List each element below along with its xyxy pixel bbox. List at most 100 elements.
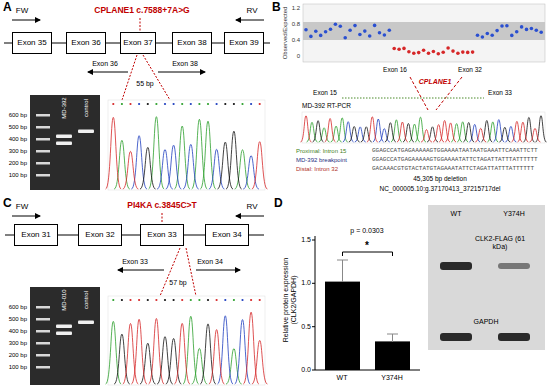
size-marker: 500 bp	[9, 124, 27, 131]
cnv-dot	[471, 50, 475, 54]
intron-line	[156, 43, 172, 44]
cnv-dot	[535, 28, 539, 32]
lane-label: WT	[451, 210, 462, 218]
axis-title: Observed/Expected	[282, 7, 289, 60]
size-marker: 300 bp	[9, 148, 27, 155]
sequence: GGAGCCATGAGAAAAAGTGGAAAATATTCTAGATTATTTA…	[372, 157, 538, 164]
cnv-dot	[324, 30, 328, 34]
cnv-dot	[407, 50, 411, 54]
exon-box: Exon 31	[14, 224, 58, 246]
base-call-dot	[129, 103, 131, 105]
cnv-dot	[427, 52, 431, 56]
cnv-dot	[309, 35, 313, 39]
cnv-dot	[329, 28, 333, 32]
blot-band	[440, 262, 472, 270]
tick-label: 1.2	[292, 5, 300, 12]
cnv-dot	[461, 50, 465, 54]
base-call-dot	[147, 103, 149, 105]
size-marker: 400 bp	[9, 136, 27, 143]
blot-band	[440, 333, 472, 341]
base-call-dot	[233, 103, 235, 105]
gene-label: CPLANE1	[419, 78, 452, 86]
error-bar	[337, 260, 348, 261]
bar	[375, 341, 410, 370]
size-marker: 100 bp	[9, 172, 27, 179]
cnv-dot	[339, 24, 343, 28]
cnv-dot	[520, 25, 524, 29]
primer-label: RV	[247, 202, 258, 211]
size-marker: 300 bp	[9, 340, 27, 347]
chromatogram-trace	[106, 117, 268, 189]
cnv-dot	[456, 52, 460, 56]
cnv-dot	[446, 46, 450, 50]
base-call-dot	[121, 103, 123, 105]
base-call-dot	[233, 299, 235, 301]
ladder-band	[36, 126, 50, 129]
gel-band	[78, 130, 94, 134]
junction-line	[143, 55, 170, 100]
base-call-dot	[155, 103, 157, 105]
normal-range-band	[303, 22, 545, 40]
base-call-dot	[129, 299, 131, 301]
base-call-dot	[147, 299, 149, 301]
tick-label: 0.5	[301, 323, 311, 331]
plot-area	[303, 4, 545, 62]
ladder-band	[36, 366, 50, 369]
cnv-dot	[441, 51, 445, 55]
base-call-dot	[190, 103, 192, 105]
cnv-dot	[353, 24, 357, 28]
exon-box: Exon 38	[172, 32, 212, 54]
cnv-dot	[397, 48, 401, 52]
base-call-dot	[241, 103, 243, 105]
gel-band	[56, 332, 72, 336]
intron-line	[5, 235, 14, 236]
intron-line	[249, 235, 264, 236]
base-call-dot	[207, 103, 209, 105]
ladder-band	[36, 342, 50, 345]
cnv-dot	[358, 33, 362, 37]
variant-label: PI4KA c.3845C>T	[127, 201, 196, 211]
cnv-dot	[422, 48, 426, 52]
exon-arrow-label: Exon 34	[197, 258, 223, 266]
cnv-dot	[505, 24, 509, 28]
primer-arrow	[236, 20, 264, 21]
cnv-dot	[383, 33, 387, 37]
cnv-dot	[304, 28, 308, 32]
base-call-dot	[112, 299, 114, 301]
tick	[312, 283, 315, 284]
ladder-band	[36, 174, 50, 177]
exon-box: Exon 36	[66, 32, 106, 54]
ladder-band	[36, 150, 50, 153]
sequence-label: MD-392 breakpoint	[296, 157, 347, 164]
lane-label: MD-010	[61, 289, 68, 310]
band-label: GAPDH	[474, 318, 499, 326]
base-call-dot	[198, 299, 200, 301]
exon-label: Exon 31	[21, 231, 50, 239]
junction-line	[160, 248, 180, 296]
tick	[312, 326, 315, 327]
exon-box: Exon 34	[205, 224, 249, 246]
sequence-label: Proximal: Intron 15	[296, 148, 346, 155]
exon-box: Exon 37	[120, 32, 156, 54]
chromatogram-trace	[301, 116, 541, 142]
cnv-dot	[392, 47, 396, 51]
lane-label: MD-392	[61, 97, 68, 118]
base-call-dot	[112, 103, 114, 105]
base-call-dot	[250, 103, 252, 105]
y-axis	[315, 236, 316, 370]
exon-box: Exon 32	[78, 224, 122, 246]
exon-arrow-label: Exon 38	[172, 60, 198, 68]
gel-image	[30, 95, 100, 190]
exon-box: Exon 35	[12, 32, 52, 54]
sequence-label: Distal: Intron 32	[296, 166, 338, 173]
exon-label: Exon 37	[123, 39, 152, 47]
cnv-dot	[490, 33, 494, 37]
primer-arrow	[236, 216, 264, 217]
blot-band	[498, 333, 530, 341]
exon-label: Exon 34	[212, 231, 241, 239]
intron-line	[264, 43, 270, 44]
chromatogram-trace	[307, 117, 499, 142]
primer-label: FW	[16, 6, 28, 15]
